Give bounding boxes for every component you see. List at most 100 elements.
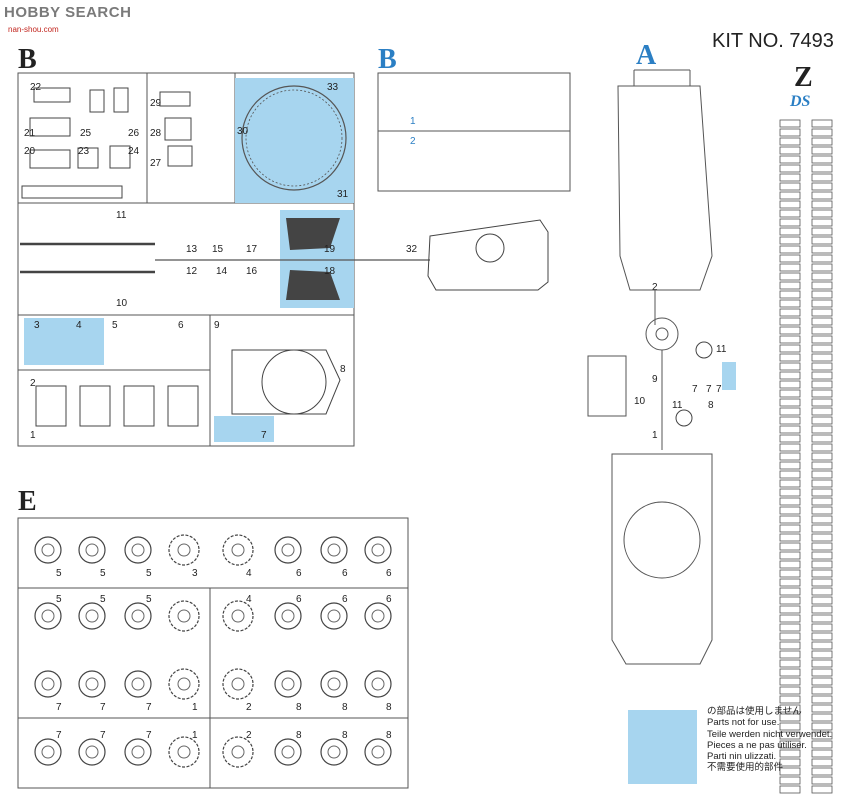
part-number-b: 30 bbox=[237, 126, 249, 137]
turret-ring-part bbox=[241, 85, 347, 191]
unused-legend-swatch bbox=[628, 710, 697, 784]
track-link bbox=[811, 587, 833, 596]
part-number-b: 5 bbox=[112, 320, 118, 331]
track-link bbox=[779, 254, 801, 263]
track-link bbox=[779, 434, 801, 443]
track-link bbox=[811, 515, 833, 524]
part-number-b: 21 bbox=[24, 128, 36, 139]
wheel-hub bbox=[327, 543, 341, 557]
track-link bbox=[811, 371, 833, 380]
road-wheel bbox=[274, 670, 302, 698]
part-number-b: 14 bbox=[216, 266, 228, 277]
part-number-b-small: 1 bbox=[410, 116, 416, 127]
part-number-e: 5 bbox=[146, 568, 152, 579]
track-link bbox=[779, 137, 801, 146]
track-link bbox=[811, 668, 833, 677]
sprue-e-wheels bbox=[34, 534, 392, 768]
track-link bbox=[811, 326, 833, 335]
part-number-b: 1 bbox=[30, 430, 36, 441]
track-link bbox=[811, 695, 833, 704]
track-link bbox=[779, 695, 801, 704]
track-link bbox=[811, 164, 833, 173]
track-link bbox=[779, 290, 801, 299]
track-link bbox=[779, 452, 801, 461]
track-link bbox=[811, 236, 833, 245]
track-link bbox=[779, 308, 801, 317]
part-number-e: 2 bbox=[246, 702, 252, 713]
road-wheel bbox=[364, 602, 392, 630]
wheel-hub bbox=[131, 677, 145, 691]
track-link bbox=[811, 569, 833, 578]
track-link bbox=[779, 371, 801, 380]
part-number-e: 5 bbox=[56, 594, 62, 605]
legend-line: 不需要使用的部件 bbox=[707, 762, 784, 774]
track-link bbox=[811, 767, 833, 776]
legend-line: Pieces a ne pas utiliser. bbox=[707, 739, 807, 751]
track-link bbox=[811, 281, 833, 290]
track-link bbox=[811, 704, 833, 713]
track-link bbox=[811, 416, 833, 425]
wheel-hub bbox=[327, 745, 341, 759]
track-link bbox=[779, 659, 801, 668]
part-number-a: 2 bbox=[652, 282, 658, 293]
wheel-hub bbox=[371, 745, 385, 759]
track-link bbox=[811, 686, 833, 695]
unused-parts-a bbox=[722, 362, 736, 390]
ds-logo: DS bbox=[789, 93, 811, 110]
track-link bbox=[811, 443, 833, 452]
wheel-hub bbox=[327, 677, 341, 691]
part-number-a: 9 bbox=[652, 374, 658, 385]
track-link bbox=[779, 497, 801, 506]
track-link bbox=[779, 443, 801, 452]
track-link bbox=[779, 704, 801, 713]
sprue-b-label: B bbox=[18, 44, 37, 75]
kit-number: KIT NO. 7493 bbox=[712, 30, 834, 52]
sprue-e-label: E bbox=[18, 486, 37, 517]
track-link bbox=[811, 191, 833, 200]
legend-line: Teile werden nicht verwendet. bbox=[707, 728, 833, 740]
road-wheel bbox=[124, 536, 152, 564]
wheel-hub bbox=[177, 677, 191, 691]
track-link bbox=[779, 380, 801, 389]
track-link bbox=[811, 497, 833, 506]
part-number-e: 8 bbox=[386, 702, 392, 713]
part-number-e: 8 bbox=[342, 702, 348, 713]
part-8-shape bbox=[231, 349, 341, 415]
track-link bbox=[811, 200, 833, 209]
track-link bbox=[779, 614, 801, 623]
part-number-b: 11 bbox=[116, 210, 127, 221]
road-wheel bbox=[124, 602, 152, 630]
road-wheel bbox=[320, 536, 348, 564]
track-link bbox=[779, 245, 801, 254]
legend-line: の部品は使用しません bbox=[707, 706, 802, 717]
wheel-hub bbox=[281, 745, 295, 759]
track-link bbox=[811, 758, 833, 767]
road-wheel bbox=[320, 738, 348, 766]
track-link bbox=[811, 578, 833, 587]
part-number-b: 31 bbox=[337, 189, 349, 200]
track-link bbox=[779, 236, 801, 245]
track-link bbox=[811, 542, 833, 551]
part-number-b: 3 bbox=[34, 320, 40, 331]
part-number-e: 4 bbox=[246, 568, 252, 579]
part-number-e: 5 bbox=[100, 594, 106, 605]
part-number-b: 22 bbox=[30, 82, 42, 93]
track-link bbox=[779, 272, 801, 281]
part-number-b: 16 bbox=[246, 266, 258, 277]
road-wheel bbox=[124, 738, 152, 766]
track-link bbox=[811, 155, 833, 164]
track-link bbox=[811, 263, 833, 272]
part-number-e: 6 bbox=[386, 568, 392, 579]
part-number-e: 7 bbox=[146, 702, 152, 713]
track-link bbox=[779, 515, 801, 524]
track-link bbox=[779, 299, 801, 308]
track-link bbox=[779, 767, 801, 776]
part-number-e: 1 bbox=[192, 730, 198, 741]
track-link bbox=[811, 398, 833, 407]
part-number-e: 8 bbox=[296, 730, 302, 741]
wheel-hub bbox=[177, 745, 191, 759]
part-number-b: 32 bbox=[406, 244, 418, 255]
road-wheel bbox=[78, 670, 106, 698]
road-wheel bbox=[364, 738, 392, 766]
